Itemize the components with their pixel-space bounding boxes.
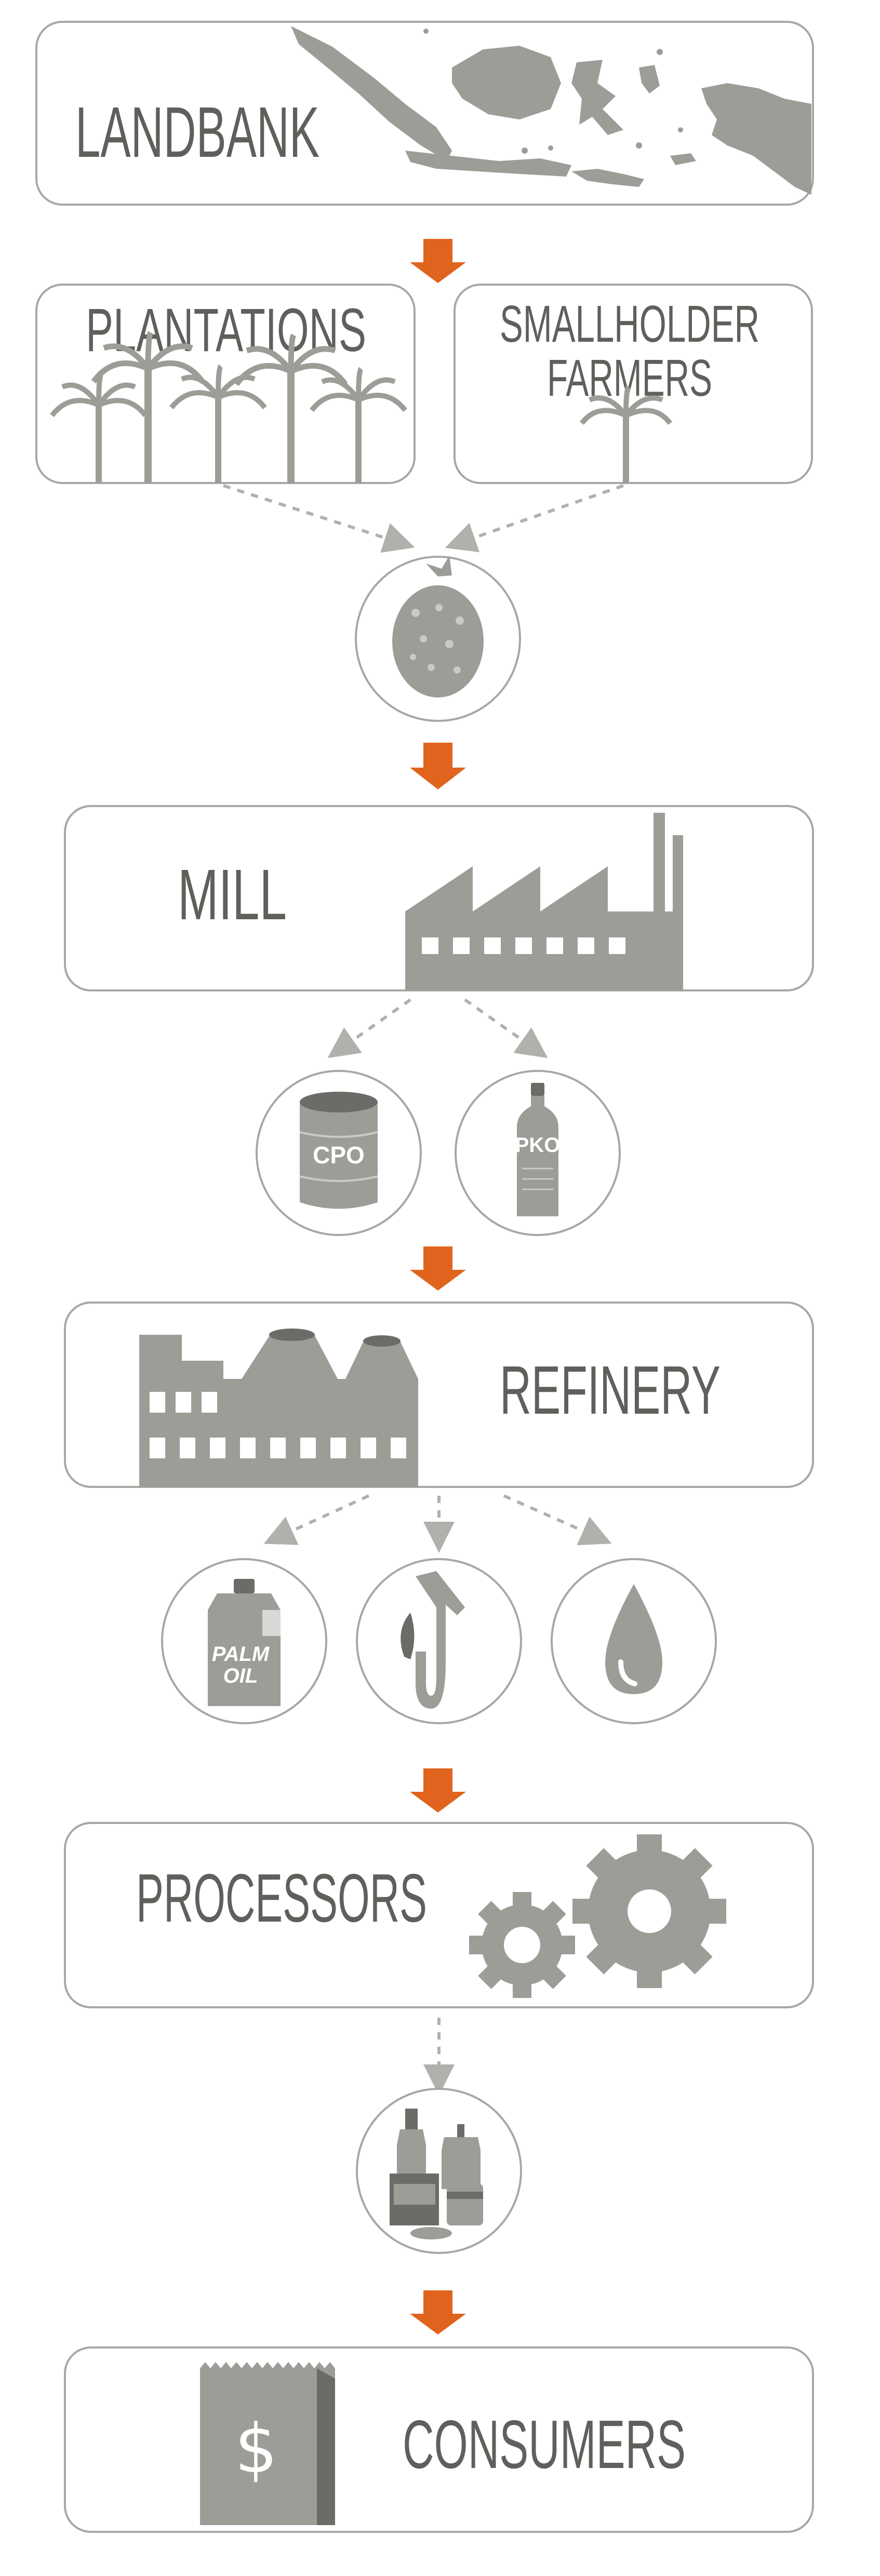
refinery-box: REFINERY bbox=[64, 1302, 814, 1488]
plantations-label: PLANTATIONS bbox=[86, 296, 366, 365]
palm-fruit-node bbox=[355, 556, 521, 722]
biofuel-pump-nozzle-icon bbox=[401, 1571, 465, 1709]
oil-drop-icon bbox=[605, 1584, 662, 1694]
palm-oil-label-line1: PALM bbox=[212, 1643, 270, 1666]
palm-fruit-bunch-icon bbox=[392, 556, 484, 697]
flow-arrow-1 bbox=[410, 239, 466, 283]
smallholder-label-line2: FARMERS bbox=[547, 349, 712, 407]
refinery-label: REFINERY bbox=[500, 1352, 721, 1428]
dashed-flow-to-mill-products bbox=[327, 998, 548, 1058]
processors-label: PROCESSORS bbox=[136, 1860, 427, 1936]
indonesia-map-icon bbox=[291, 26, 811, 195]
pko-node: PKO bbox=[455, 1070, 621, 1236]
flow-arrow-2 bbox=[410, 743, 466, 789]
landbank-label: LANDBANK bbox=[75, 92, 319, 172]
palm-oil-label-line2: OIL bbox=[223, 1665, 258, 1687]
cpo-label: CPO bbox=[313, 1142, 365, 1169]
refinery-icon bbox=[139, 1329, 418, 1487]
factory-icon bbox=[405, 813, 683, 990]
oil-drop-node bbox=[551, 1558, 717, 1724]
cpo-node: CPO bbox=[256, 1070, 422, 1236]
dashed-flow-to-refined-products bbox=[263, 1494, 612, 1553]
dollar-sign-label: $ bbox=[235, 2409, 278, 2488]
oil-drum-icon: CPO bbox=[299, 1092, 378, 1209]
flow-arrow-3 bbox=[410, 1246, 466, 1291]
palm-oil-node: PALM OIL bbox=[161, 1558, 327, 1724]
plantations-box: PLANTATIONS bbox=[35, 284, 416, 484]
smallholder-label-line1: SMALLHOLDER bbox=[500, 295, 759, 353]
dashed-flow-to-fruit bbox=[223, 484, 624, 553]
consumer-products-node bbox=[356, 2088, 522, 2254]
palm-oil-jug-icon: PALM OIL bbox=[208, 1579, 281, 1706]
shopping-bag-icon: $ bbox=[200, 2362, 335, 2525]
landbank-box: LANDBANK bbox=[35, 21, 814, 206]
oil-bottle-icon: PKO bbox=[515, 1083, 561, 1216]
consumer-products-icon bbox=[390, 2109, 483, 2239]
consumers-box: CONSUMERS $ bbox=[64, 2346, 814, 2533]
palm-trees-icon bbox=[50, 331, 407, 483]
smallholder-farmers-box: SMALLHOLDER FARMERS bbox=[454, 284, 813, 484]
consumers-label: CONSUMERS bbox=[403, 2406, 686, 2483]
mill-box: MILL bbox=[64, 805, 814, 991]
flow-arrow-4 bbox=[410, 1768, 466, 1813]
pko-label: PKO bbox=[515, 1134, 561, 1157]
processors-box: PROCESSORS bbox=[64, 1822, 814, 2008]
mill-label: MILL bbox=[178, 855, 287, 935]
palm-tree-icon bbox=[580, 385, 672, 483]
gears-icon bbox=[469, 1834, 726, 1998]
biofuel-node bbox=[356, 1558, 522, 1724]
flow-arrow-5 bbox=[410, 2290, 466, 2334]
